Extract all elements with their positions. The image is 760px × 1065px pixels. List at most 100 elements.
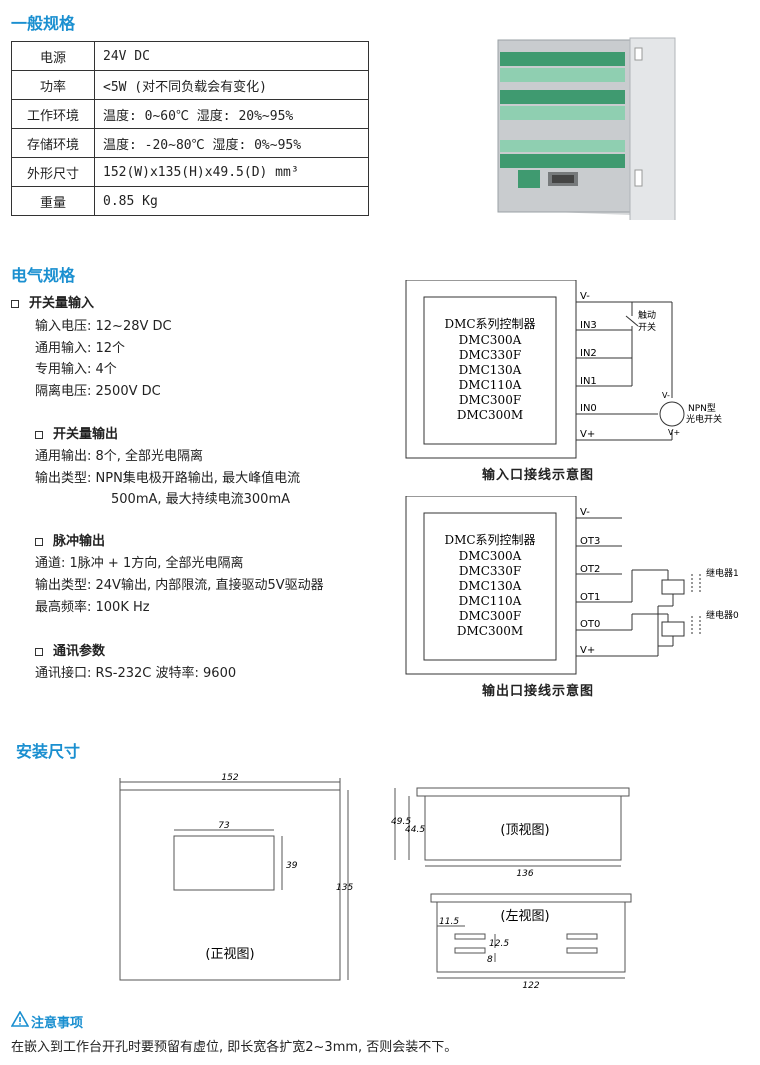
- controller-model: DMC330F: [459, 564, 521, 578]
- spec-value: 温度: -20~80℃ 湿度: 0%~95%: [94, 128, 369, 158]
- controller-model: DMC300M: [457, 624, 523, 638]
- warning-icon: [11, 1011, 29, 1027]
- controller-model: DMC130A: [459, 579, 522, 593]
- spec-key: 功率: [11, 70, 95, 100]
- left-flange: [430, 893, 632, 903]
- bullet-communication: 通讯参数: [35, 640, 105, 659]
- top-flange: [416, 787, 630, 797]
- bullet-pulse-output: 脉冲输出: [35, 530, 105, 549]
- pin-label: IN3: [580, 320, 597, 331]
- input-wiring-diagram: DMC系列控制器 DMC300A DMC330F DMC130A DMC110A…: [405, 280, 722, 459]
- relay-label: 继电器0: [706, 609, 739, 621]
- dimension-label: 11.5: [439, 917, 459, 927]
- bullet-square-icon: [35, 647, 43, 656]
- dimension-label: 8: [487, 955, 493, 965]
- controller-model: DMC130A: [459, 363, 522, 377]
- bullet-square-icon: [35, 430, 43, 439]
- sensor-pin-label: V+: [668, 428, 680, 437]
- spec-key: 外形尺寸: [11, 157, 95, 187]
- switch-label: 开关: [638, 321, 656, 333]
- bullet-square-icon: [35, 537, 43, 546]
- dimension-label: 12.5: [489, 939, 509, 949]
- spec-line: 输入电压: 12~28V DC: [35, 319, 172, 334]
- spec-line: 通用输入: 12个: [35, 341, 126, 356]
- pin-label: V-: [580, 291, 590, 302]
- controller-label: DMC系列控制器: [444, 317, 535, 331]
- note-text: 在嵌入到工作台开孔时要预留有虚位, 即长宽各扩宽2~3mm, 否则会装不下。: [11, 1040, 458, 1055]
- dimension-label: 44.5: [405, 825, 425, 835]
- pin-label: IN1: [580, 376, 597, 387]
- group-heading: 开关量输入: [29, 296, 95, 311]
- spec-value: 温度: 0~60℃ 湿度: 20%~95%: [94, 99, 369, 129]
- spec-line: 最高频率: 100K Hz: [35, 600, 150, 615]
- front-view-drawing: 152 73 39 135 (正视图): [119, 773, 353, 981]
- spec-line: 输出类型: NPN集电极开路输出, 最大峰值电流: [35, 471, 301, 486]
- dimension-label: 49.5: [391, 817, 411, 827]
- sensor-pin-label: V-: [662, 391, 670, 400]
- top-body: [424, 795, 622, 861]
- pin-label: V+: [580, 429, 595, 440]
- vent-slot: [566, 933, 598, 940]
- front-panel-outline: [119, 789, 341, 981]
- spec-line: 隔离电压: 2500V DC: [35, 384, 161, 399]
- spec-line: 通道: 1脉冲 + 1方向, 全部光电隔离: [35, 556, 244, 571]
- product-image: [497, 37, 676, 220]
- electrical-spec-title: 电气规格: [11, 266, 76, 285]
- note-title: 注意事项: [31, 1016, 84, 1031]
- controller-model: DMC300M: [457, 408, 523, 422]
- spec-key: 重量: [11, 186, 95, 216]
- sensor-label: 光电开关: [686, 413, 722, 425]
- view-label: (顶视图): [500, 823, 549, 838]
- left-body: [436, 901, 626, 973]
- controller-model: DMC300F: [459, 609, 521, 623]
- bullet-square-icon: [11, 299, 19, 308]
- install-title: 安装尺寸: [16, 742, 81, 761]
- controller-model: DMC110A: [459, 378, 522, 392]
- top-view-drawing: 49.5 44.5 (顶视图) 136: [391, 787, 630, 879]
- spec-line: 输出类型: 24V输出, 内部限流, 直接驱动5V驱动器: [35, 578, 324, 593]
- vent-slot: [454, 933, 486, 940]
- spec-line: 专用输入: 4个: [35, 362, 117, 377]
- spec-value: 24V DC: [94, 41, 369, 71]
- relay-label: 继电器1: [706, 567, 739, 579]
- spec-value: <5W (对不同负载会有变化): [94, 70, 369, 100]
- pin-label: OT3: [580, 536, 600, 547]
- controller-model: DMC330F: [459, 348, 521, 362]
- group-heading: 开关量输出: [53, 427, 119, 442]
- spec-line: 500mA, 最大持续电流300mA: [111, 492, 291, 507]
- controller-model: DMC300F: [459, 393, 521, 407]
- pin-label: IN2: [580, 348, 597, 359]
- dimension-label: 152: [221, 773, 238, 783]
- pin-label: OT0: [580, 619, 600, 630]
- spec-key: 工作环境: [11, 99, 95, 129]
- pin-label: IN0: [580, 403, 597, 414]
- controller-model: DMC110A: [459, 594, 522, 608]
- switch-label: 触动: [638, 309, 656, 321]
- controller-model: DMC300A: [459, 333, 522, 347]
- spec-value: 0.85 Kg: [94, 186, 369, 216]
- dimension-label: 136: [516, 869, 533, 879]
- controller-outer-box: [405, 496, 577, 675]
- controller-inner-box: [423, 296, 557, 445]
- spec-line: 通用输出: 8个, 全部光电隔离: [35, 449, 204, 464]
- bullet-digital-input: 开关量输入: [11, 292, 94, 311]
- dimension-label: 122: [522, 981, 539, 990]
- dimension-label: 73: [218, 821, 230, 831]
- spec-value: 152(W)x135(H)x49.5(D) mm³: [94, 157, 369, 187]
- spec-key: 存储环境: [11, 128, 95, 158]
- group-heading: 通讯参数: [53, 644, 106, 659]
- vent-slot: [566, 947, 598, 954]
- spec-key: 电源: [11, 41, 95, 71]
- pin-label: OT2: [580, 564, 600, 575]
- front-display-cutout: [173, 835, 275, 891]
- pin-label: V+: [580, 645, 595, 656]
- controller-model: DMC300A: [459, 549, 522, 563]
- output-diagram-caption: 输出口接线示意图: [482, 684, 595, 699]
- bullet-digital-output: 开关量输出: [35, 423, 118, 442]
- controller-inner-box: [423, 512, 557, 661]
- table-row: 功率<5W (对不同负载会有变化): [11, 70, 369, 100]
- table-row: 存储环境温度: -20~80℃ 湿度: 0%~95%: [11, 128, 369, 158]
- pin-label: OT1: [580, 592, 600, 603]
